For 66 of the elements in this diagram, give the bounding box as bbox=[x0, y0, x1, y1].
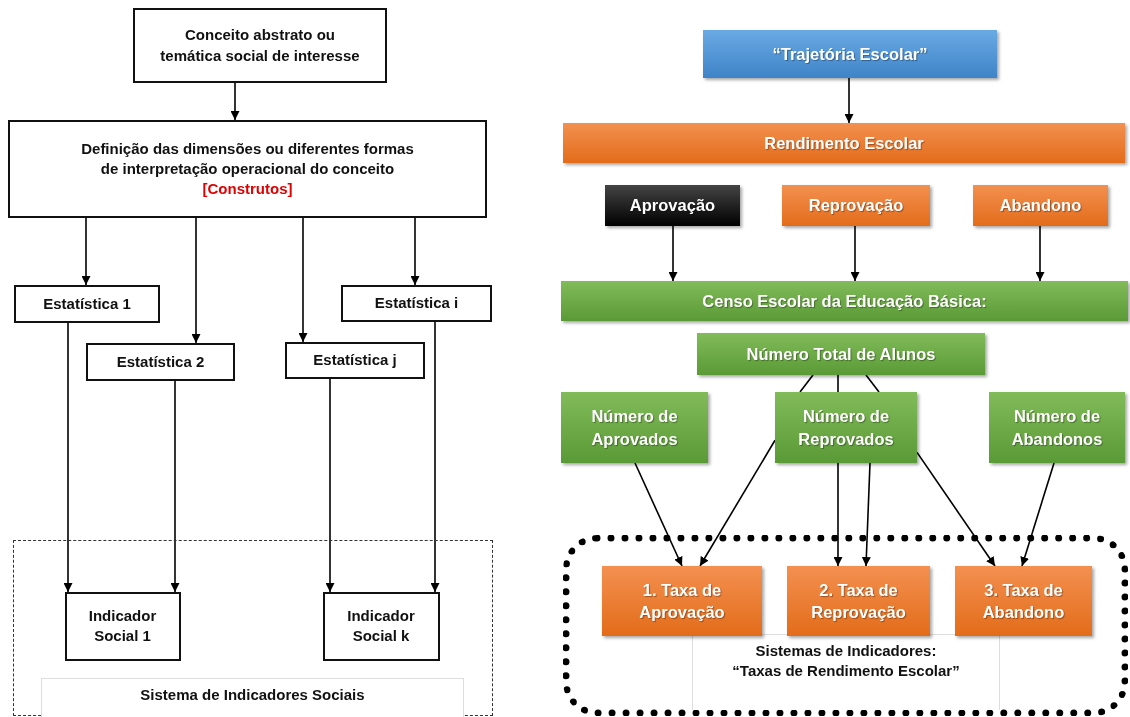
process-box bbox=[14, 285, 160, 323]
arrow bbox=[844, 77, 854, 124]
arrow bbox=[916, 451, 996, 567]
box-label: Estatística j bbox=[313, 350, 397, 371]
box-label: Número de Abandonos bbox=[1010, 406, 1104, 450]
process-box bbox=[782, 185, 930, 226]
arrow bbox=[1035, 225, 1045, 282]
box-label: Indicador Social 1 bbox=[87, 605, 158, 646]
box-label: Aprovação bbox=[629, 195, 716, 217]
process-box bbox=[322, 591, 440, 661]
process-box bbox=[787, 566, 930, 636]
process-box bbox=[605, 185, 740, 226]
group-title: Sistema de Indicadores Sociais bbox=[41, 678, 464, 717]
process-box bbox=[341, 285, 492, 322]
arrow bbox=[861, 462, 871, 567]
arrow bbox=[410, 217, 420, 286]
arrow bbox=[850, 225, 860, 282]
box-label: Rendimento Escolar bbox=[764, 132, 924, 154]
process-box bbox=[989, 392, 1125, 463]
arrow bbox=[63, 322, 73, 593]
process-box bbox=[8, 120, 487, 218]
construct-label: [Construtos] bbox=[202, 179, 293, 200]
process-box bbox=[775, 392, 917, 463]
group-frame bbox=[563, 535, 1128, 716]
arrow bbox=[325, 378, 335, 593]
process-box bbox=[86, 343, 235, 381]
group-frame bbox=[13, 540, 493, 716]
process-box bbox=[64, 591, 181, 661]
box-label: Indicador Social k bbox=[346, 605, 416, 646]
box-label: 3. Taxa de Abandono bbox=[981, 579, 1066, 623]
box-label: 1. Taxa de Aprovação bbox=[638, 579, 726, 623]
process-box bbox=[563, 123, 1125, 163]
arrow bbox=[81, 217, 91, 286]
arrow bbox=[833, 462, 843, 567]
group-title: Sistemas de Indicadores: “Taxas de Rendimento Escolar” bbox=[692, 634, 1000, 710]
box-label: Reprovação bbox=[808, 195, 904, 217]
process-box bbox=[602, 566, 762, 636]
arrow bbox=[699, 439, 776, 567]
box-label: Estatística 1 bbox=[43, 293, 131, 314]
process-box bbox=[973, 185, 1108, 226]
process-box bbox=[703, 30, 997, 78]
process-box bbox=[133, 8, 387, 83]
process-box bbox=[697, 333, 985, 375]
arrow bbox=[298, 217, 308, 343]
arrow bbox=[634, 462, 683, 567]
process-box bbox=[955, 566, 1092, 636]
box-label: Número Total de Alunos bbox=[746, 343, 936, 365]
box-label: Abandono bbox=[999, 195, 1082, 217]
box-label: Censo Escolar da Educação Básica: bbox=[702, 290, 987, 312]
arrow bbox=[170, 380, 180, 593]
box-label: Definição das dimensões ou diferentes formas de interpretação operacional do conceito bbox=[80, 138, 415, 179]
arrow bbox=[230, 82, 240, 121]
box-label: Conceito abstrato ou temática social de interesse bbox=[159, 25, 361, 66]
process-box bbox=[561, 281, 1128, 321]
box-label: Estatística 2 bbox=[116, 351, 205, 372]
box-label: Número de Reprovados bbox=[797, 406, 895, 450]
process-box bbox=[561, 392, 708, 463]
box-label: Número de Aprovados bbox=[590, 406, 679, 450]
box-label: “Trajetória Escolar” bbox=[772, 43, 928, 65]
process-box bbox=[285, 342, 425, 379]
box-label: 2. Taxa de Reprovação bbox=[810, 579, 907, 623]
arrow bbox=[668, 225, 678, 282]
arrow bbox=[191, 217, 201, 344]
arrow bbox=[1020, 462, 1055, 567]
arrow bbox=[430, 321, 440, 593]
box-label: Estatística i bbox=[374, 293, 459, 314]
